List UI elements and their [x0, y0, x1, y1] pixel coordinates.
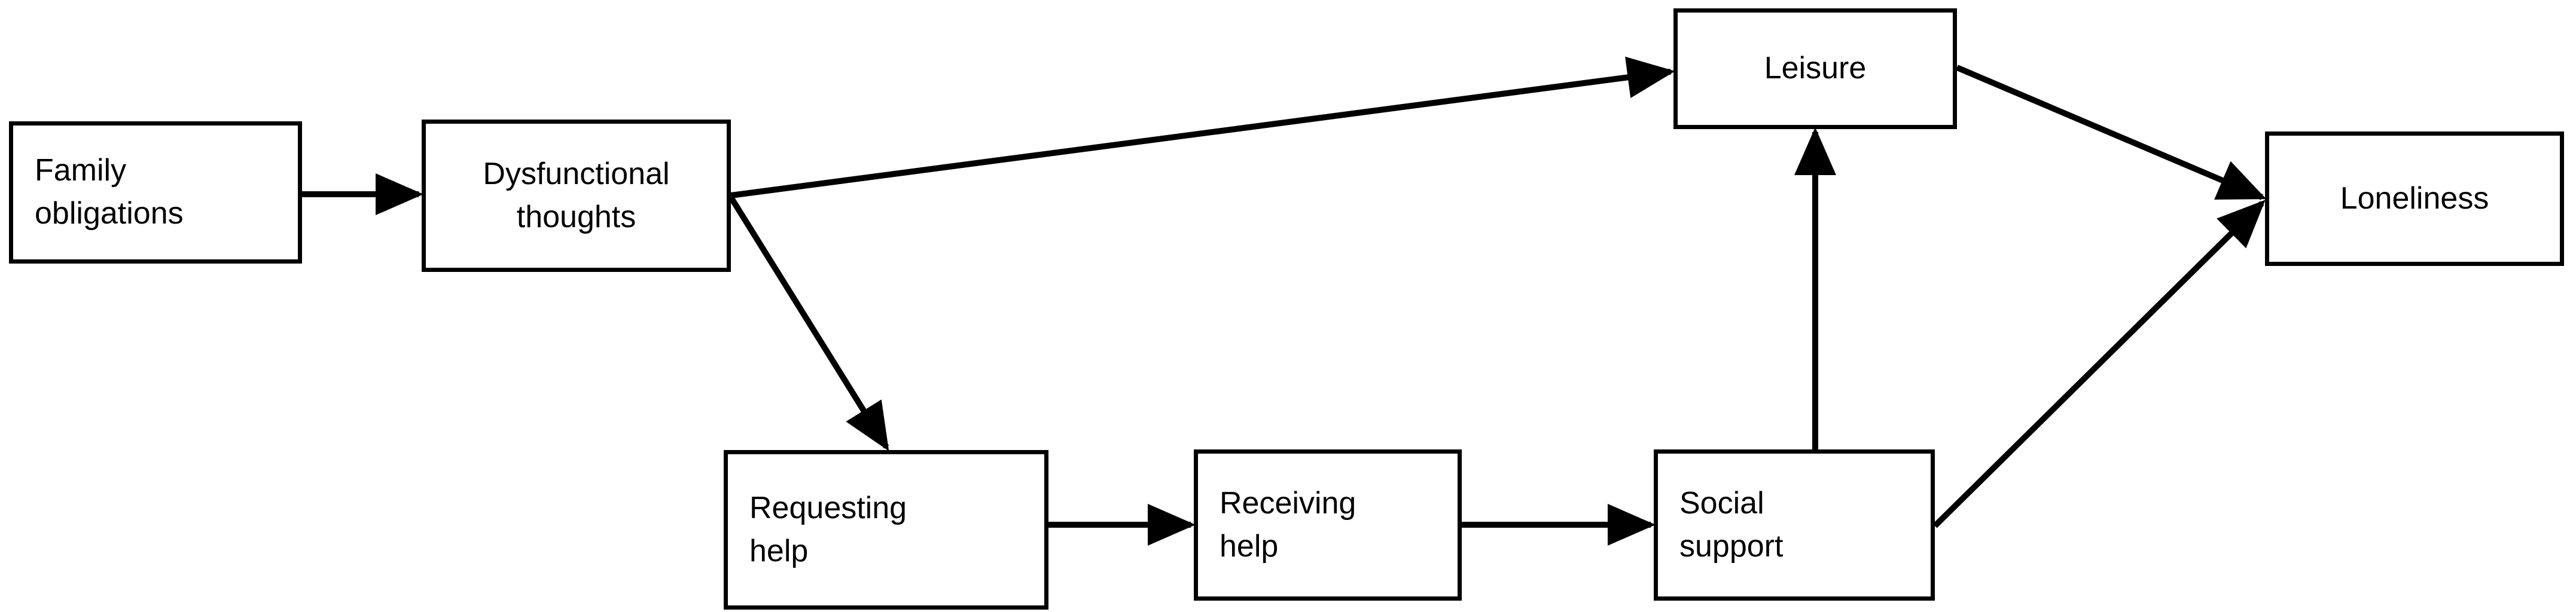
node-dysfunctional-thoughts[interactable]: Dysfunctional thoughts — [422, 120, 731, 272]
node-loneliness[interactable]: Loneliness — [2265, 131, 2564, 266]
node-label-loneliness: Loneliness — [2340, 180, 2489, 216]
node-family-obligations[interactable]: Family obligations — [9, 121, 302, 264]
node-label-leisure: Leisure — [1764, 51, 1867, 86]
node-leisure[interactable]: Leisure — [1673, 8, 1957, 129]
edge-dysfunctional-to-leisure — [730, 56, 1675, 198]
node-label-family-obligations: Family obligations — [35, 153, 184, 231]
edge-dysfunctional-to-requesting-help — [728, 195, 889, 451]
node-label-receiving-help: Receiving help — [1220, 485, 1356, 564]
edge-leisure-to-loneliness — [1956, 65, 2267, 200]
node-label-dysfunctional-thoughts: Dysfunctional thoughts — [483, 156, 670, 234]
node-label-requesting-help: Requesting help — [749, 490, 907, 568]
edge-social-support-to-loneliness — [1932, 200, 2266, 528]
node-social-support[interactable]: Social support — [1654, 449, 1935, 601]
node-requesting-help[interactable]: Requesting help — [724, 450, 1048, 610]
node-label-social-support: Social support — [1679, 485, 1784, 564]
node-receiving-help[interactable]: Receiving help — [1194, 449, 1462, 601]
